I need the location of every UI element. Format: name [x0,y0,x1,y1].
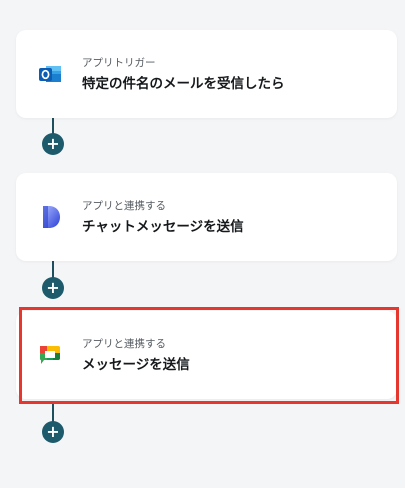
step-title: 特定の件名のメールを受信したら [82,76,285,92]
connector-line [52,404,54,432]
step-card-chat-message[interactable]: アプリと連携する チャットメッセージを送信 [16,173,397,261]
connector-line [52,260,54,288]
step-card-trigger[interactable]: アプリトリガー 特定の件名のメールを受信したら [16,30,397,118]
google-chat-icon [40,346,60,364]
step-card-send-message[interactable]: アプリと連携する メッセージを送信 [16,311,397,399]
step-title: チャットメッセージを送信 [82,219,244,235]
step-type-label: アプリと連携する [82,338,166,350]
step-type-label: アプリトリガー [82,57,156,69]
outlook-icon [39,66,61,82]
step-type-label: アプリと連携する [82,200,166,212]
add-step-button[interactable]: + [42,133,64,155]
add-step-button[interactable]: + [42,421,64,443]
connector-line [52,118,54,144]
step-title: メッセージを送信 [82,357,190,373]
add-step-button[interactable]: + [42,277,64,299]
dialpad-icon [43,206,60,228]
